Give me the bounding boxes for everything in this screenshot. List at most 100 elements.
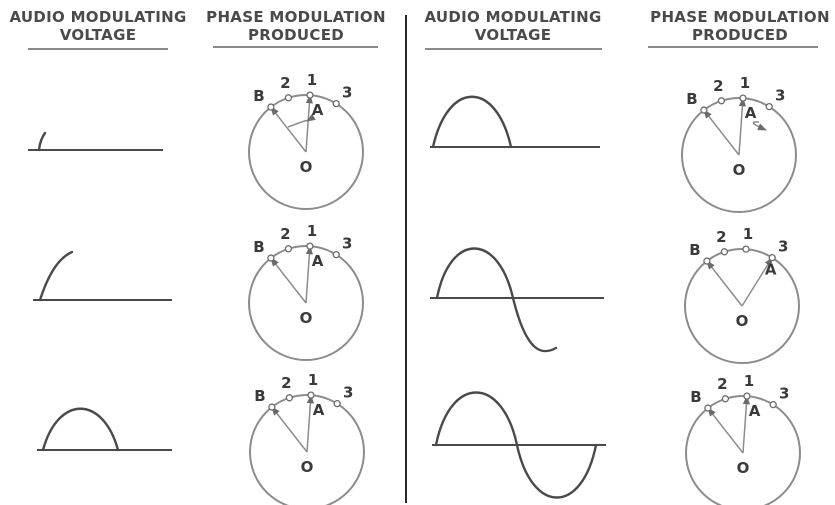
vector-a xyxy=(742,395,751,454)
point-B xyxy=(267,254,275,262)
audio-waveform-4 xyxy=(430,95,600,149)
label-O: O xyxy=(301,458,314,476)
header-left-phase-line2: PRODUCED xyxy=(248,26,344,44)
audio-waveform-1 xyxy=(28,131,163,152)
label-p3: 3 xyxy=(778,238,788,256)
label-p1: 1 xyxy=(740,74,750,92)
label-B: B xyxy=(253,238,264,256)
header-right-phase-line1: PHASE MODULATION xyxy=(650,8,830,26)
label-p3: 3 xyxy=(343,384,353,402)
header-right-phase: PHASE MODULATION PRODUCED xyxy=(648,8,830,48)
label-p1: 1 xyxy=(308,371,318,389)
vector-b xyxy=(703,109,740,156)
vector-a xyxy=(306,394,315,453)
point-p1 xyxy=(306,91,314,99)
point-p3 xyxy=(768,254,776,262)
header-left-phase: PHASE MODULATION PRODUCED xyxy=(206,8,386,48)
label-A: A xyxy=(313,401,325,419)
label-A: A xyxy=(765,261,777,279)
waveform-curve xyxy=(434,391,598,499)
point-p3 xyxy=(332,100,340,108)
label-O: O xyxy=(733,161,746,179)
header-left-audio-line2: VOLTAGE xyxy=(60,26,137,44)
label-B: B xyxy=(689,241,700,259)
point-p2 xyxy=(717,97,726,105)
label-p1: 1 xyxy=(744,372,754,390)
vector-a xyxy=(741,256,773,307)
header-right-audio-line2: VOLTAGE xyxy=(475,26,552,44)
label-p2: 2 xyxy=(717,375,727,393)
waveform-curve xyxy=(38,250,74,302)
label-p3: 3 xyxy=(342,235,352,253)
header-right-audio-line1: AUDIO MODULATING xyxy=(424,8,601,26)
swing-arrow xyxy=(287,113,316,128)
label-p2: 2 xyxy=(713,77,723,95)
label-p2: 2 xyxy=(280,225,290,243)
header-right-phase-line2: PRODUCED xyxy=(692,26,788,44)
label-O: O xyxy=(736,312,749,330)
waveform-curve xyxy=(37,131,47,152)
point-p1 xyxy=(743,392,751,400)
label-p2: 2 xyxy=(716,228,726,246)
point-p2 xyxy=(284,94,293,102)
audio-waveform-2 xyxy=(33,250,172,302)
audio-waveform-3 xyxy=(37,407,172,452)
header-left-phase-line1: PHASE MODULATION xyxy=(206,8,386,26)
audio-waveform-5 xyxy=(430,247,604,353)
label-p1: 1 xyxy=(743,225,753,243)
waveform-curve xyxy=(431,95,513,149)
vector-b xyxy=(270,257,307,304)
point-B xyxy=(268,403,276,411)
phasor-circle xyxy=(684,248,800,364)
label-A: A xyxy=(749,402,761,420)
audio-waveform-6 xyxy=(432,391,606,499)
point-p1 xyxy=(307,391,315,399)
point-p3 xyxy=(332,251,340,259)
label-p1: 1 xyxy=(307,71,317,89)
vector-b xyxy=(270,106,307,153)
label-A: A xyxy=(312,101,324,119)
point-p1 xyxy=(739,94,747,102)
label-p1: 1 xyxy=(307,222,317,240)
label-p3: 3 xyxy=(775,87,785,105)
point-p1 xyxy=(742,245,750,253)
point-p1 xyxy=(306,242,314,250)
point-p2 xyxy=(721,395,730,403)
vector-a xyxy=(738,97,747,156)
waveform-curve xyxy=(41,407,120,452)
label-p3: 3 xyxy=(779,385,789,403)
label-O: O xyxy=(300,309,313,327)
point-p2 xyxy=(720,248,729,256)
point-p2 xyxy=(285,394,294,402)
label-O: O xyxy=(737,459,750,477)
point-p3 xyxy=(765,103,773,111)
label-B: B xyxy=(686,90,697,108)
label-B: B xyxy=(690,388,701,406)
point-B xyxy=(703,257,711,265)
label-p2: 2 xyxy=(281,374,291,392)
label-p2: 2 xyxy=(280,74,290,92)
point-B xyxy=(700,106,708,114)
point-p2 xyxy=(284,245,293,253)
waveform-curve xyxy=(435,247,558,353)
header-right-audio: AUDIO MODULATING VOLTAGE xyxy=(424,8,602,50)
vector-b xyxy=(271,406,308,453)
label-B: B xyxy=(254,387,265,405)
vector-a xyxy=(305,245,314,304)
label-A: A xyxy=(312,252,324,270)
vector-b xyxy=(707,407,744,454)
label-B: B xyxy=(253,87,264,105)
point-p3 xyxy=(333,400,341,408)
point-B xyxy=(267,103,275,111)
point-B xyxy=(704,404,712,412)
label-p3: 3 xyxy=(342,84,352,102)
label-O: O xyxy=(300,158,313,176)
